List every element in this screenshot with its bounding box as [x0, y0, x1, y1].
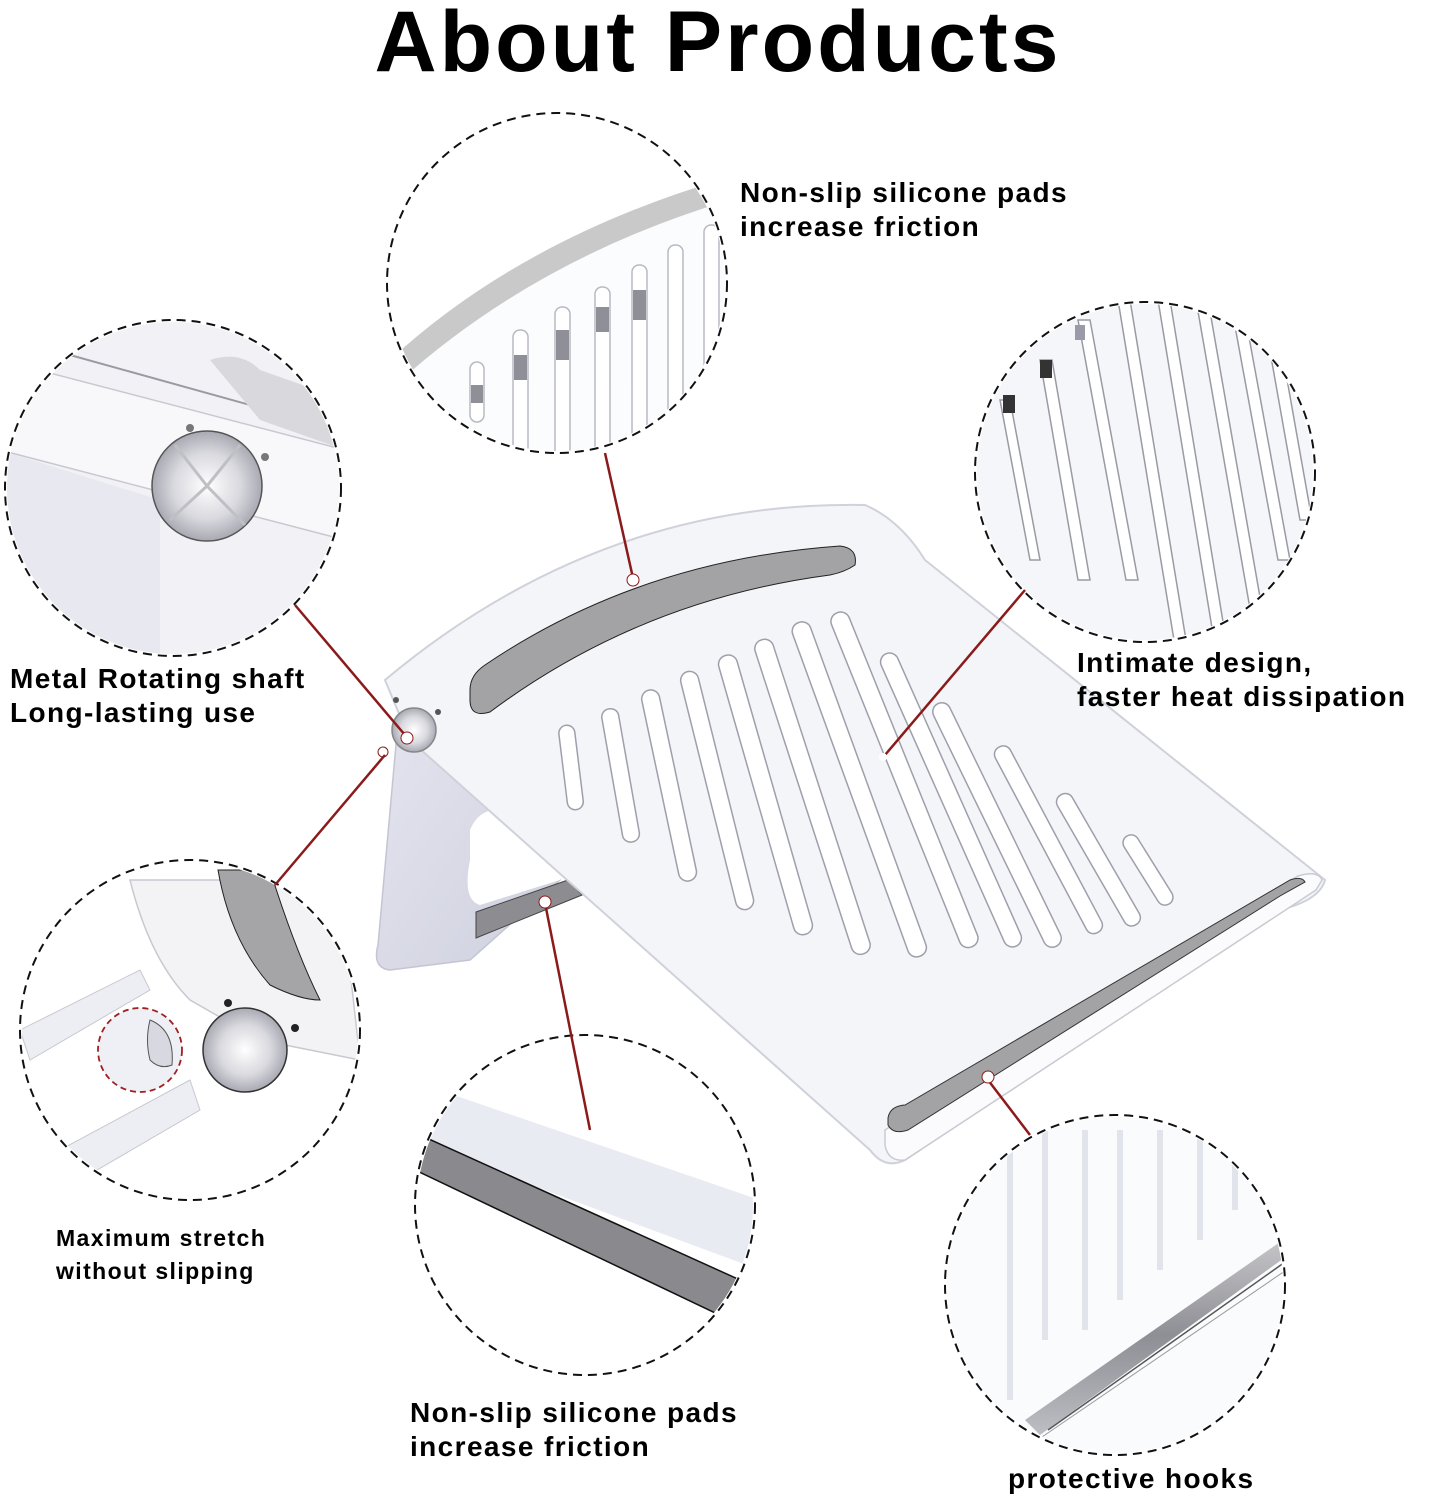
leader-dots — [377, 573, 995, 1084]
protective-hook-edge — [1025, 1235, 1283, 1435]
top-silicone-pad — [469, 545, 856, 714]
callout-line: without slipping — [56, 1258, 255, 1284]
callout-top-silicone-pads: Non-slip silicone pads increase friction — [740, 176, 1068, 244]
callout-line: increase friction — [410, 1431, 651, 1462]
hinge-knob — [391, 707, 437, 753]
callout-line: Maximum stretch — [56, 1225, 267, 1251]
callout-maximum-stretch: Maximum stretch without slipping — [56, 1222, 266, 1288]
callout-line: Long-lasting use — [10, 697, 257, 728]
callout-bottom-silicone-pads: Non-slip silicone pads increase friction — [410, 1396, 738, 1464]
callout-line: protective hooks — [1008, 1463, 1255, 1494]
page-title: About Products — [374, 0, 1062, 90]
bottom-pad-detail — [417, 1037, 753, 1373]
callout-line: faster heat dissipation — [1077, 681, 1407, 712]
front-silicone-pad — [887, 877, 1306, 1133]
vent-slots — [558, 611, 1174, 958]
callout-heat-dissipation: Intimate design, faster heat dissipation — [1077, 646, 1406, 714]
callout-line: Metal Rotating shaft — [10, 663, 306, 694]
hinge-detail — [22, 862, 358, 1198]
vent-detail — [977, 304, 1313, 640]
hook-detail — [947, 1117, 1283, 1453]
callout-metal-shaft: Metal Rotating shaft Long-lasting use — [10, 662, 306, 730]
hinge-metal-knob — [202, 1007, 288, 1093]
callout-line: Non-slip silicone pads — [740, 177, 1068, 208]
top-pad-detail — [389, 115, 725, 451]
laptop-stand — [375, 503, 1327, 1165]
callout-line: Non-slip silicone pads — [410, 1397, 738, 1428]
shaft-detail — [7, 322, 339, 654]
leader-lines — [274, 452, 1031, 1136]
callout-protective-hooks: protective hooks — [1008, 1462, 1254, 1496]
hinge-silicone-pad — [217, 869, 321, 1001]
leg-silicone-pad — [475, 879, 583, 939]
callout-line: Intimate design, — [1077, 647, 1313, 678]
callout-line: increase friction — [740, 211, 981, 242]
